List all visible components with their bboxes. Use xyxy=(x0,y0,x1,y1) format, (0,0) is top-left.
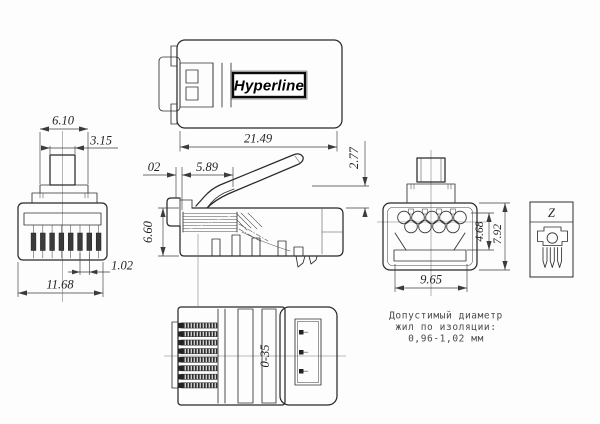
dim-rear-width: 9.65 xyxy=(420,273,442,287)
dim-front-contact-pitch: 1.02 xyxy=(111,259,133,273)
note-line-3: 0,96-1,02 мм xyxy=(408,334,484,345)
dim-front-step-width: 6.10 xyxy=(52,114,75,128)
bottom-contact-slots xyxy=(178,322,218,389)
body-marking: 0-35 xyxy=(258,345,272,368)
dim-side-height: 6.60 xyxy=(141,220,155,243)
latch-lever xyxy=(195,153,304,209)
wire-holes xyxy=(397,208,467,234)
note-line-1: Допустимый диаметр xyxy=(389,311,503,322)
top-view: Hyperline 21.49 2.77 xyxy=(158,39,369,217)
dim-rear-inner-height: 4.68 xyxy=(474,221,486,241)
idc-contact xyxy=(537,226,568,268)
dim-latch-height: 2.77 xyxy=(347,146,361,169)
dim-rear-height: 7.92 xyxy=(492,224,504,244)
dim-top-length: 21.49 xyxy=(244,132,273,146)
dim-front-tab-width: 3.15 xyxy=(89,134,112,148)
side-view: 6.60 02 5.89 xyxy=(141,153,344,306)
wire-divider-panel xyxy=(294,318,322,386)
front-contacts xyxy=(30,224,102,259)
side-contact-zone xyxy=(182,211,269,243)
detail-z-label: Z xyxy=(548,206,556,220)
dim-side-offset: 02 xyxy=(148,160,161,174)
note-line-2: жил по изоляции: xyxy=(395,322,496,333)
brand-label: Hyperline xyxy=(234,78,304,95)
detail-z: Z xyxy=(529,201,574,278)
rear-view: 4.68 7.92 9.65 xyxy=(377,150,510,296)
bottom-view: 0-35 xyxy=(164,306,346,406)
dim-side-latch-span: 5.89 xyxy=(196,160,219,174)
note-text: Допустимый диаметр жил по изоляции: 0,96… xyxy=(389,311,503,345)
brand-label-box xyxy=(231,71,307,99)
front-view: 6.10 3.15 1.02 11.68 xyxy=(17,114,133,302)
dim-front-body-width: 11.68 xyxy=(46,278,74,292)
